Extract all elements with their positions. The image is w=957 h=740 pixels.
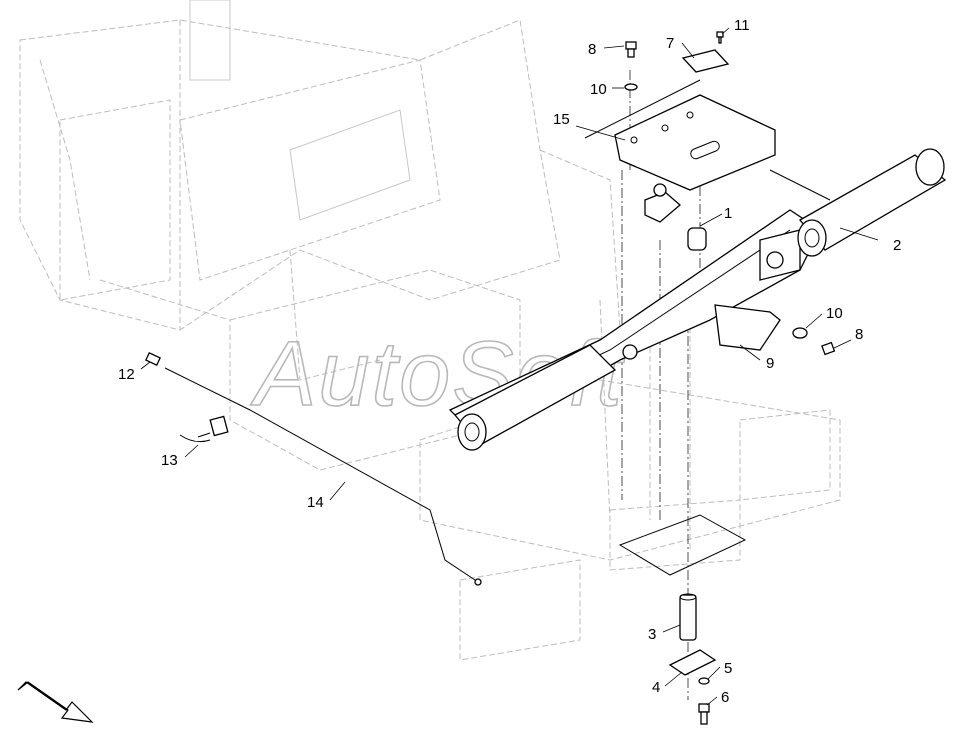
background-machine-frame xyxy=(19,0,841,661)
callout-11: 11 xyxy=(734,17,750,34)
cylinder-right xyxy=(769,148,947,257)
callout-6: 6 xyxy=(721,689,729,706)
pivot-bracket xyxy=(644,183,707,251)
mounting-plate xyxy=(614,94,776,191)
callout-13: 13 xyxy=(161,452,178,469)
callout-9: 9 xyxy=(766,355,774,372)
bottom-hardware xyxy=(668,649,717,725)
fitting-part xyxy=(145,351,161,367)
callout-15: 15 xyxy=(553,111,570,128)
callout-1: 1 xyxy=(724,205,732,222)
callout-10-top: 10 xyxy=(590,81,607,98)
callout-8-top: 8 xyxy=(588,41,596,58)
pin-part xyxy=(679,593,697,641)
direction-arrow-icon xyxy=(17,681,94,723)
callout-2: 2 xyxy=(893,237,901,254)
lower-base-plate xyxy=(618,514,747,576)
callout-10-right: 10 xyxy=(826,305,843,322)
top-hardware xyxy=(624,31,724,91)
callout-4: 4 xyxy=(652,679,660,696)
strip-part xyxy=(584,79,701,139)
callout-leaders xyxy=(140,27,879,706)
cylinder-left xyxy=(453,344,617,451)
callout-3: 3 xyxy=(648,626,656,643)
callout-14: 14 xyxy=(307,494,324,511)
callout-5: 5 xyxy=(724,660,732,677)
right-hardware xyxy=(792,327,836,356)
callout-8-right: 8 xyxy=(855,326,863,343)
clamp-part xyxy=(179,415,229,443)
rod-part xyxy=(164,367,479,583)
callout-labels: 1 2 3 4 5 6 7 8 8 9 10 10 11 12 13 14 15 xyxy=(118,17,901,706)
callout-12: 12 xyxy=(118,366,135,383)
small-plate xyxy=(681,49,730,73)
callout-7: 7 xyxy=(666,35,674,52)
support-bracket xyxy=(714,304,781,351)
